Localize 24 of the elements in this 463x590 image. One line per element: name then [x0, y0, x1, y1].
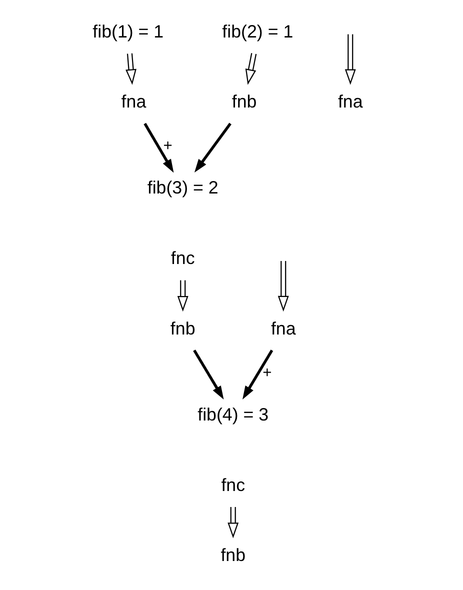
- arrow: [194, 122, 231, 173]
- edge-label: +: [262, 364, 272, 382]
- node-text: fib(1) = 1: [92, 21, 164, 42]
- arrow: [125, 53, 136, 85]
- node-text: fnb: [170, 318, 195, 338]
- node-text: fib(4) = 3: [197, 404, 268, 424]
- node-text: fnb: [220, 545, 246, 566]
- arrow: [277, 260, 288, 312]
- edge-label: +: [162, 138, 172, 155]
- node-text: fnb: [231, 92, 256, 112]
- arrow: [244, 53, 256, 85]
- node-text: fib(3) = 2: [146, 178, 218, 198]
- node-text: fnc: [220, 474, 245, 495]
- arrow: [176, 280, 188, 312]
- node-text: fna: [337, 92, 362, 112]
- node-text: fna: [270, 318, 296, 338]
- node-text: fnc: [170, 248, 194, 268]
- arrow: [227, 507, 238, 538]
- node-text: fib(2) = 1: [222, 21, 293, 42]
- arrow: [143, 122, 174, 173]
- arrow: [242, 350, 273, 400]
- arrow: [344, 34, 356, 85]
- arrow: [192, 350, 224, 400]
- node-text: fna: [120, 92, 146, 112]
